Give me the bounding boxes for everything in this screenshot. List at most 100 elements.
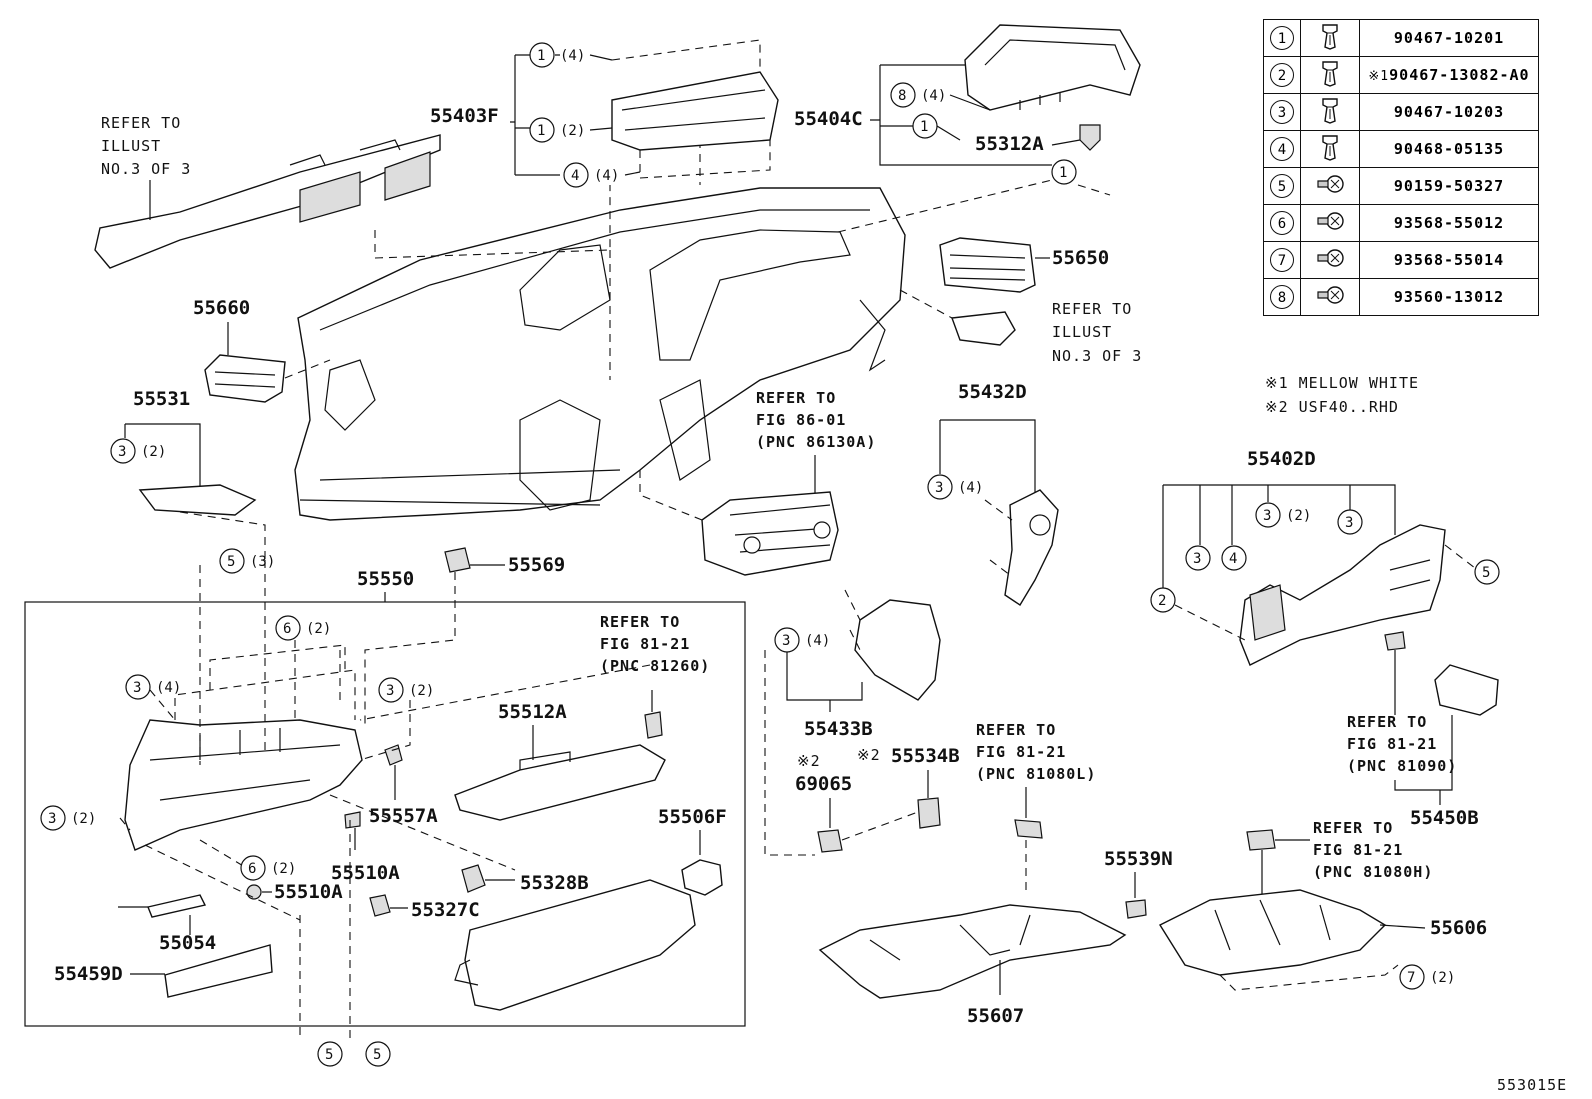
- ref-line: NO.3 OF 3: [101, 160, 191, 178]
- part-label-55402D: 55402D: [1247, 448, 1316, 470]
- callout: 3 (4): [774, 627, 830, 653]
- ref-line: REFER TO: [756, 389, 836, 407]
- instrument-panel-body: [294, 187, 906, 521]
- callout-num: 5: [325, 1047, 333, 1063]
- callout: 7 (2): [1399, 964, 1455, 990]
- callout-num: 1: [920, 119, 928, 135]
- part-label-55433B: 55433B: [804, 718, 873, 740]
- callout: 5 (3): [219, 548, 275, 574]
- ref-line: FIG 81-21: [1347, 735, 1437, 753]
- callout: 1: [1051, 159, 1077, 185]
- callout-num: 4: [571, 168, 579, 184]
- callout-num: 5: [373, 1047, 381, 1063]
- callout-num: 1: [537, 48, 545, 64]
- legend-num: 4: [1270, 137, 1294, 161]
- part-label-55328B: 55328B: [520, 872, 589, 894]
- callout: 1 (2): [529, 117, 613, 143]
- callout: 4 (4): [563, 162, 641, 188]
- legend-part-cell: 90159-50327: [1359, 167, 1539, 205]
- callout-num: 1: [537, 123, 545, 139]
- legend-part-number: 90467-10203: [1393, 103, 1505, 121]
- legend-part-number: 90467-13082-A0: [1389, 66, 1530, 84]
- callout: 3 (2): [1255, 502, 1311, 528]
- ref-line: (PNC 81080H): [1313, 863, 1433, 881]
- part-55606: REFER TO FIG 81-21 (PNC 81080H) 55606: [1158, 819, 1487, 991]
- callout: 4: [1221, 545, 1247, 571]
- callout-num: 4: [1229, 551, 1237, 567]
- legend-row: 8 93560-13012: [1263, 278, 1539, 316]
- callout-qty: (4): [594, 168, 619, 184]
- ref-line: (PNC 86130A): [756, 433, 876, 451]
- ref-line: FIG 81-21: [600, 635, 690, 653]
- callout-qty: (4): [805, 633, 830, 649]
- part-label-55534B: 55534B: [891, 745, 960, 767]
- part-55403F-hood: 55403F: [430, 39, 779, 179]
- callout-num: 3: [48, 811, 56, 827]
- legend-part-cell: 93560-13012: [1359, 278, 1539, 316]
- callout-qty: (2): [1286, 508, 1311, 524]
- screw-icon: [1300, 204, 1360, 242]
- ref-line: REFER TO: [1052, 300, 1132, 318]
- part-55531-tray: 55531: [124, 388, 266, 560]
- ref-line: FIG 81-21: [976, 743, 1066, 761]
- legend-num-cell: 6: [1263, 204, 1301, 242]
- part-55660-register: 55660: [193, 297, 331, 403]
- screw-icon: [1300, 241, 1360, 279]
- callout-qty: (4): [921, 88, 946, 104]
- callout-num: 3: [1345, 515, 1353, 531]
- legend-row: 2 ※190467-13082-A0: [1263, 56, 1539, 94]
- callout-num: 7: [1407, 970, 1415, 986]
- screw-icon: [1300, 278, 1360, 316]
- legend-part-number: 93568-55012: [1393, 214, 1505, 232]
- legend-part-number: 90159-50327: [1393, 177, 1505, 195]
- mark: ※2: [797, 752, 821, 770]
- callout-qty: (2): [1430, 970, 1455, 986]
- legend-mark: ※1: [1368, 69, 1390, 84]
- callout-qty: (2): [141, 444, 166, 460]
- part-label-55510A: 55510A: [331, 862, 400, 884]
- part-55450B: REFER TO FIG 81-21 (PNC 81090) 55450B: [1347, 631, 1499, 829]
- part-55402D: 55402D: [1162, 448, 1446, 666]
- part-label-55403F: 55403F: [430, 105, 499, 127]
- legend-num: 8: [1270, 285, 1294, 309]
- legend-num: 2: [1270, 63, 1294, 87]
- part-vent-mid-right: REFER TO ILLUST NO.3 OF 3: [899, 289, 1141, 365]
- legend-part-number: 90467-10201: [1393, 29, 1505, 47]
- part-label-55512A: 55512A: [498, 701, 567, 723]
- ref-line: ILLUST: [101, 137, 161, 155]
- callout-num: 5: [1482, 565, 1490, 581]
- callout-qty: (4): [560, 48, 585, 64]
- upper-panel-part: [94, 134, 441, 269]
- callout: 5: [365, 1041, 391, 1067]
- ref-line: (PNC 81260): [600, 657, 710, 675]
- legend-part-cell: 93568-55012: [1359, 204, 1539, 242]
- part-55404C-meter-hood: 55404C 55312A: [794, 24, 1141, 166]
- callout: 6 (2): [275, 615, 331, 641]
- callout: 6 (2): [240, 855, 296, 881]
- callout: 1 (4): [529, 42, 613, 68]
- part-label-69065: 69065: [795, 773, 852, 795]
- legend-part-number: 90468-05135: [1393, 140, 1505, 158]
- ref-line: (PNC 81090): [1347, 757, 1457, 775]
- part-label-55569: 55569: [508, 554, 565, 576]
- clip-icon: [1300, 93, 1360, 131]
- callout-qty: (2): [306, 621, 331, 637]
- legend-num-cell: 8: [1263, 278, 1301, 316]
- legend-num-cell: 1: [1263, 19, 1301, 57]
- callout: 3 (2): [40, 805, 96, 831]
- callout-qty: (4): [958, 480, 983, 496]
- legend-num-cell: 2: [1263, 56, 1301, 94]
- mark: ※2: [857, 746, 881, 764]
- ref-line: REFER TO: [101, 114, 181, 132]
- part-label-55327C: 55327C: [411, 899, 480, 921]
- callout-num: 3: [935, 480, 943, 496]
- callout: 2: [1150, 587, 1246, 641]
- callout: 1: [880, 113, 961, 141]
- part-label-55432D: 55432D: [958, 381, 1027, 403]
- ref-line: REFER TO: [976, 721, 1056, 739]
- callout-num: 3: [782, 633, 790, 649]
- callout-num: 8: [898, 88, 906, 104]
